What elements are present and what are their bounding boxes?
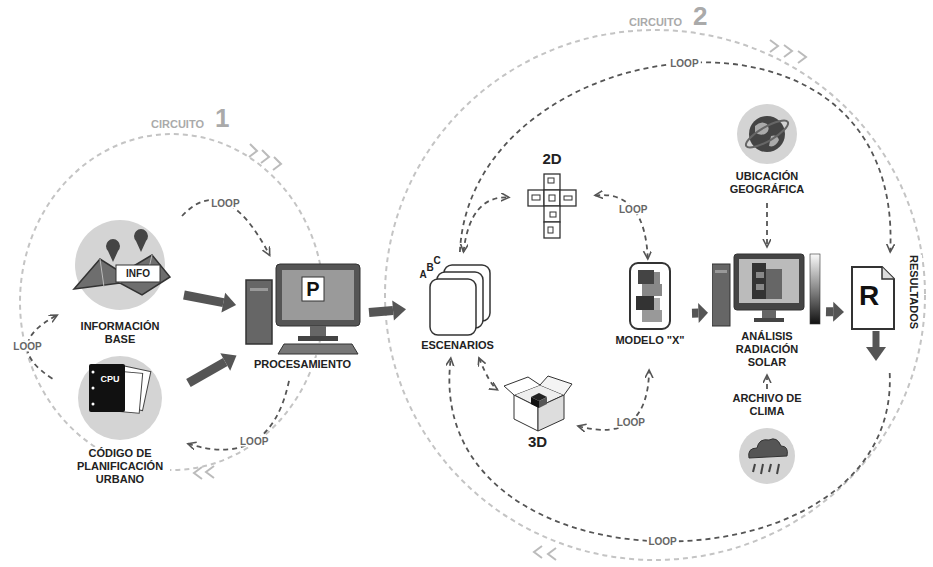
node-icon [612,262,688,332]
scenario-stack: ABCESCENARIOS [410,255,505,355]
circuit-label: CIRCUITO [150,118,205,131]
loop-connector [449,358,889,541]
code-icon-node: CPU CÓDIGO DE PLANIFICACIÓN URBANO [55,352,185,492]
info-icon-node: INFO INFORMACIÓN BASE [60,215,180,350]
circuit-label: CIRCUITO [628,16,683,29]
model-box: MODELO "X" [612,262,688,367]
icon-text: INFO [116,267,160,280]
node-label: MODELO "X" [612,334,688,347]
block-arrow [186,353,236,387]
node-label: ESCENARIOS [410,339,505,352]
block-arrow [692,303,708,323]
box-3d: 3D [500,375,575,455]
net-2d: 2D [512,150,592,250]
block-arrow [826,302,844,322]
icon-text: P [302,278,324,300]
loop-connector [767,203,768,247]
loop-label: LOOP [209,197,241,208]
loop-label: LOOP [11,341,43,352]
loop-label: LOOP [615,416,647,427]
node-icon [240,258,365,358]
node-label: RESULTADOS [906,255,922,329]
loop-connector [460,62,891,252]
loop-connector [578,370,649,430]
node-icon [55,352,185,447]
node-label: ARCHIVO DE CLIMA [727,392,807,418]
node-icon [410,255,505,337]
results-node: R RESULTADOS [848,255,926,370]
icon-text: R [853,281,885,311]
loop-connector [479,358,498,390]
circuit-label: 1 [214,104,230,132]
loop-label: LOOP [238,436,270,447]
icon-text: CPU [95,374,125,385]
loop-label: LOOP [617,203,649,214]
node-icon [712,250,822,330]
block-arrow [369,300,406,320]
loop-connector [188,381,289,450]
icon-text: C [431,255,443,266]
icon-text: 2D [512,150,592,167]
location-node: UBICACIÓN GEOGRÁFICA [717,100,817,200]
node-label: CÓDIGO DE PLANIFICACIÓN URBANO [70,447,170,486]
node-label: ANÁLISIS RADIACIÓN SOLAR [727,330,807,369]
node-icon [717,100,817,168]
block-arrow [183,291,236,313]
flow-chevrons [194,40,806,560]
node-icon [500,375,575,433]
circuit-label: 2 [692,2,708,30]
computer-node: P PROCESAMIENTO [240,258,365,378]
climate-node: ARCHIVO DE CLIMA [717,392,817,487]
loop-connector [464,197,510,252]
node-label: PROCESAMIENTO [240,358,365,371]
loop-label: LOOP [668,58,700,69]
node-icon [60,215,180,315]
icon-text: 3D [500,433,575,450]
loop-label: LOOP [646,536,678,547]
node-label: UBICACIÓN GEOGRÁFICA [722,170,812,196]
node-label: INFORMACIÓN BASE [75,320,165,346]
analysis-computer: ANÁLISIS RADIACIÓN SOLAR [712,250,822,372]
circuit-ring [385,30,925,560]
loop-connector [767,375,768,389]
